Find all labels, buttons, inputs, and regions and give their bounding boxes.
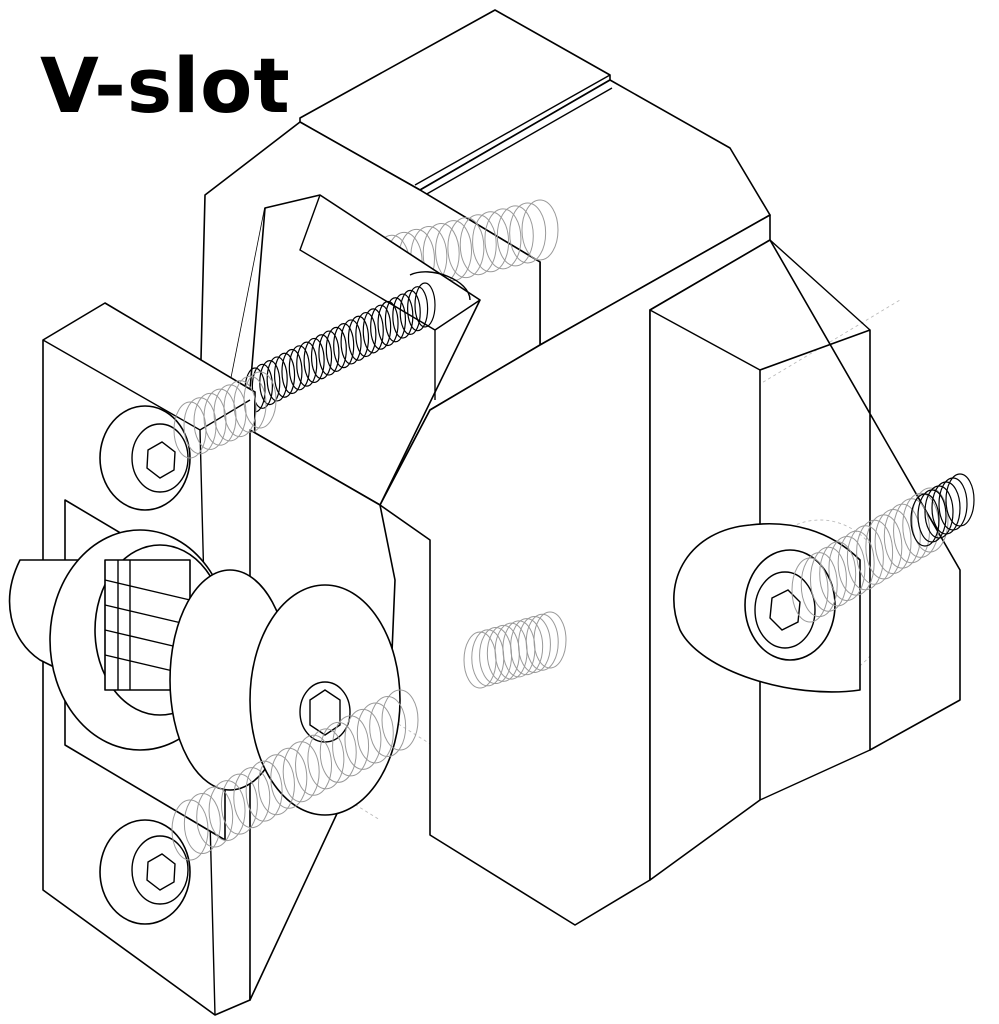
coil-turn <box>266 356 288 402</box>
coil-turn <box>270 747 308 809</box>
right-spring <box>791 487 949 623</box>
coil-turn <box>245 760 283 822</box>
coil-turn <box>307 728 345 790</box>
middle-spring <box>463 611 567 689</box>
coil-turn <box>509 202 547 264</box>
coil-turn <box>865 514 903 580</box>
coil-turn <box>319 721 357 783</box>
coil-turn <box>340 319 362 365</box>
coil-turn <box>282 741 320 803</box>
coil-turn <box>791 557 829 623</box>
coil-turn <box>517 615 551 673</box>
coil-turn <box>435 220 473 282</box>
coil-turn <box>846 525 884 591</box>
coil-turn <box>510 618 544 676</box>
socket-screw-top <box>99 405 191 511</box>
coil-turn <box>310 334 333 380</box>
axle-bolt-icon <box>309 689 341 736</box>
coil-turn <box>233 767 271 829</box>
coil-turn <box>381 689 419 751</box>
right-threaded-rod <box>910 473 975 547</box>
coil-turn <box>472 211 510 273</box>
coil-turn <box>447 217 485 279</box>
coil-turn <box>911 487 949 553</box>
coil-turn <box>288 345 310 391</box>
coil-turn <box>856 519 894 585</box>
coil-turn <box>303 337 325 384</box>
bolt-head <box>744 549 836 661</box>
coil-turn <box>355 311 377 358</box>
coil-turn <box>533 611 567 669</box>
coil-turn <box>295 734 333 796</box>
coil-turn <box>369 695 407 757</box>
coil-turn <box>273 352 296 398</box>
coil-turn <box>325 326 347 372</box>
coil-turn <box>281 348 303 395</box>
coil-turn <box>332 715 370 777</box>
coil-turn <box>484 208 522 270</box>
hex-socket-icon <box>146 441 176 479</box>
idler-bearing <box>169 569 401 816</box>
coil-turn <box>384 297 407 343</box>
tension-threaded-rod <box>244 282 436 413</box>
coil-turn <box>344 708 382 770</box>
coil-turn <box>362 308 384 354</box>
coil-turn <box>883 503 921 569</box>
coil-turn <box>220 773 258 835</box>
coil-turn <box>243 371 277 429</box>
title-label: V-slot <box>40 41 291 130</box>
coil-turn <box>392 293 414 339</box>
coil-turn <box>370 304 392 350</box>
upper-left-spring <box>173 371 277 459</box>
coil-turn <box>196 786 234 848</box>
coil-turn <box>809 546 847 612</box>
coil-turn <box>356 702 394 764</box>
idler-arm <box>224 194 481 506</box>
coil-turn <box>459 214 497 276</box>
socket-screw-bottom <box>99 819 191 925</box>
eccentric-cam <box>673 522 861 693</box>
coil-turn <box>874 509 912 575</box>
coil-turn <box>318 330 340 376</box>
coil-turn <box>414 282 436 328</box>
coil-turn <box>208 780 246 842</box>
lower-spring <box>171 689 419 861</box>
coil-turn <box>496 205 534 267</box>
coil-turn <box>183 793 221 855</box>
coil-turn <box>828 535 866 601</box>
coil-turn <box>296 341 318 387</box>
coil-turn <box>333 323 355 369</box>
coil-turn <box>251 363 273 409</box>
coil-turn <box>399 289 421 335</box>
coil-turn <box>521 199 559 261</box>
coil-turn <box>233 375 267 433</box>
coil-turn <box>800 552 838 618</box>
coil-turn <box>377 300 399 347</box>
coil-turn <box>223 380 257 438</box>
coil-turn <box>837 530 875 596</box>
hex-socket-icon <box>769 589 801 631</box>
hex-socket-icon <box>146 853 176 891</box>
coil-turn <box>257 754 295 816</box>
coil-turn <box>525 613 559 671</box>
coil-turn <box>171 799 209 861</box>
coil-turn <box>347 315 370 361</box>
coil-turn <box>819 541 857 607</box>
coil-turn <box>945 473 975 527</box>
coil-turn <box>407 286 429 332</box>
